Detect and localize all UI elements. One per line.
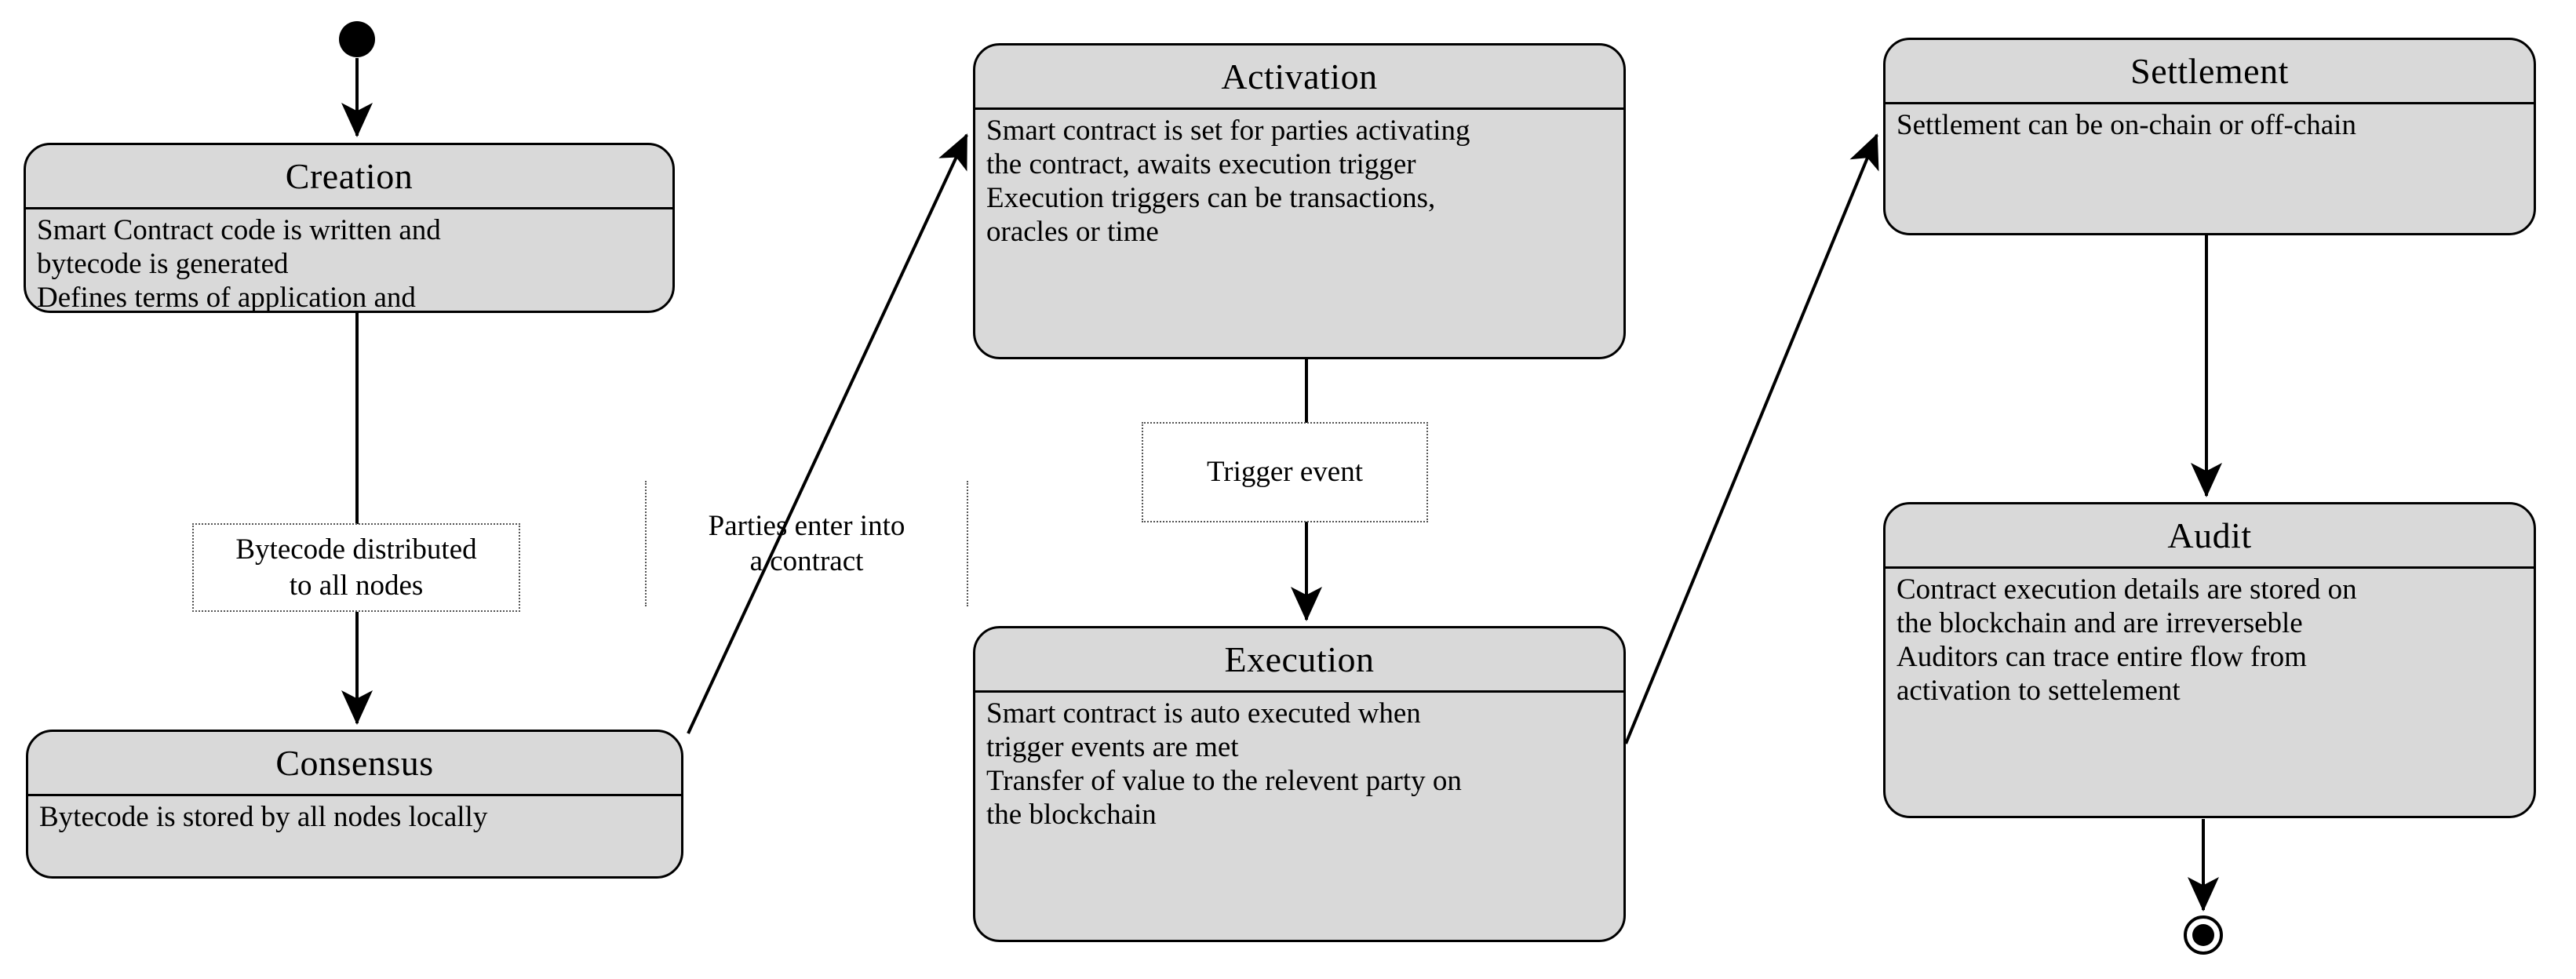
edge-label-bytecode-line-1: Bytecode distributed bbox=[235, 533, 477, 566]
state-consensus-body: Bytecode is stored by all nodes locally bbox=[28, 796, 681, 843]
edge-label-bytecode-distributed: Bytecode distributed to all nodes bbox=[192, 523, 520, 612]
state-activation-body-line-2: the contract, awaits execution trigger bbox=[986, 147, 1416, 180]
final-state-inner-dot bbox=[2192, 924, 2214, 946]
state-activation-body: Smart contract is set for parties activa… bbox=[975, 110, 1623, 257]
state-audit-divider bbox=[1886, 566, 2534, 569]
state-audit-body: Contract execution details are stored on… bbox=[1886, 569, 2534, 716]
state-execution-divider bbox=[975, 690, 1623, 693]
state-execution-body-line-3: Transfer of value to the relevent party … bbox=[986, 764, 1462, 797]
state-creation[interactable]: Creation Smart Contract code is written … bbox=[24, 143, 675, 313]
edge-label-trigger-event: Trigger event bbox=[1142, 422, 1428, 522]
state-execution-title: Execution bbox=[1224, 639, 1375, 679]
state-creation-title: Creation bbox=[285, 156, 414, 196]
state-creation-divider bbox=[26, 206, 672, 209]
edge-label-parties-line-1: Parties enter into bbox=[708, 509, 905, 542]
state-audit-body-line-1: Contract execution details are stored on bbox=[1896, 573, 2357, 606]
state-execution-body-line-2: trigger events are met bbox=[986, 730, 1239, 763]
state-consensus-title: Consensus bbox=[275, 743, 434, 783]
state-execution-body-line-1: Smart contract is auto executed when bbox=[986, 697, 1421, 730]
state-creation-body-line-2: bytecode is generated bbox=[37, 247, 289, 280]
state-consensus-divider bbox=[28, 793, 681, 796]
initial-state-node bbox=[339, 21, 375, 57]
state-activation-title: Activation bbox=[1221, 56, 1378, 96]
state-activation-divider bbox=[975, 107, 1623, 110]
state-activation-body-line-1: Smart contract is set for parties activa… bbox=[986, 114, 1470, 147]
state-creation-body-line-1: Smart Contract code is written and bbox=[37, 213, 441, 246]
state-execution[interactable]: Execution Smart contract is auto execute… bbox=[973, 626, 1626, 942]
edge-label-bytecode-line-2: to all nodes bbox=[289, 569, 424, 602]
state-execution-body-line-4: the blockchain bbox=[986, 798, 1157, 831]
state-execution-body: Smart contract is auto executed when tri… bbox=[975, 693, 1623, 840]
state-activation-body-line-4: oracles or time bbox=[986, 215, 1159, 248]
state-settlement-title: Settlement bbox=[2130, 51, 2289, 91]
final-state-outer-ring bbox=[2184, 915, 2223, 955]
state-consensus[interactable]: Consensus Bytecode is stored by all node… bbox=[26, 730, 683, 879]
edge-label-parties-enter: Parties enter into a contract bbox=[645, 481, 968, 606]
state-settlement-divider bbox=[1886, 101, 2534, 104]
state-settlement[interactable]: Settlement Settlement can be on-chain or… bbox=[1883, 38, 2536, 235]
state-audit-body-line-3: Auditors can trace entire flow from bbox=[1896, 640, 2307, 673]
state-consensus-body-line-1: Bytecode is stored by all nodes locally bbox=[39, 800, 488, 833]
state-creation-body: Smart Contract code is written and bytec… bbox=[26, 209, 672, 313]
state-audit[interactable]: Audit Contract execution details are sto… bbox=[1883, 502, 2536, 818]
state-settlement-body: Settlement can be on-chain or off-chain bbox=[1886, 104, 2534, 151]
state-audit-title: Audit bbox=[2167, 515, 2252, 555]
state-audit-body-line-4: activation to settelement bbox=[1896, 674, 2181, 707]
state-creation-body-line-3: Defines terms of application and bbox=[37, 281, 416, 313]
state-audit-body-line-2: the blockchain and are irreverseble bbox=[1896, 606, 2303, 639]
edge-label-parties-line-2: a contract bbox=[749, 545, 864, 577]
edge-execution-to-settlement bbox=[1624, 133, 1879, 744]
state-settlement-body-line-1: Settlement can be on-chain or off-chain bbox=[1896, 108, 2356, 141]
edge-label-trigger-line-1: Trigger event bbox=[1206, 456, 1364, 489]
state-activation-body-line-3: Execution triggers can be transactions, bbox=[986, 181, 1436, 214]
edge-consensus-to-activation bbox=[687, 133, 968, 734]
state-activation[interactable]: Activation Smart contract is set for par… bbox=[973, 43, 1626, 359]
